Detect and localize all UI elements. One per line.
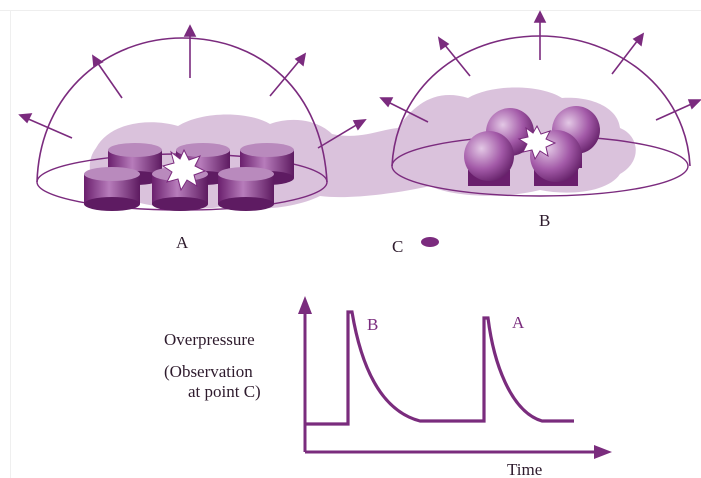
cylinder-tank: [218, 167, 274, 211]
arrow-icon: [437, 36, 471, 77]
arrow-icon: [183, 24, 197, 78]
x-axis-title: Time: [507, 460, 542, 478]
tank-field-b: [464, 106, 600, 186]
arrow-icon: [18, 113, 73, 139]
label-site-b: B: [539, 211, 550, 230]
blast-arrows-a: [18, 24, 367, 149]
label-site-a: A: [176, 233, 189, 252]
overpressure-trace: [305, 310, 574, 426]
frame-top-border: [0, 10, 701, 11]
star-burst-icon: [161, 148, 207, 192]
label-point-c: C: [392, 237, 403, 256]
peak-label-b: B: [367, 315, 378, 334]
overpressure-graph: B A Overpressure (Observation at point C…: [164, 296, 612, 478]
frame-left-border: [10, 10, 11, 478]
peak-label-a: A: [512, 313, 525, 332]
y-axis-title-line2: (Observation: [164, 362, 253, 381]
y-axis-title-line1: Overpressure: [164, 330, 255, 349]
arrow-icon: [92, 54, 123, 99]
cylinder-tank: [84, 167, 140, 211]
star-burst-icon: [517, 124, 557, 161]
arrow-icon: [269, 52, 307, 97]
blast-arrows-b: [379, 10, 701, 123]
arrow-icon: [379, 97, 429, 123]
y-axis-title-line3: at point C): [188, 382, 261, 401]
x-axis-arrow-icon: [594, 445, 612, 459]
arrow-icon: [655, 99, 701, 121]
y-axis-arrow-icon: [298, 296, 312, 314]
arrow-icon: [533, 10, 547, 60]
sphere-tank: [464, 131, 514, 186]
observation-point-c: [421, 237, 439, 247]
arrow-icon: [317, 119, 367, 149]
arrow-icon: [611, 32, 645, 75]
